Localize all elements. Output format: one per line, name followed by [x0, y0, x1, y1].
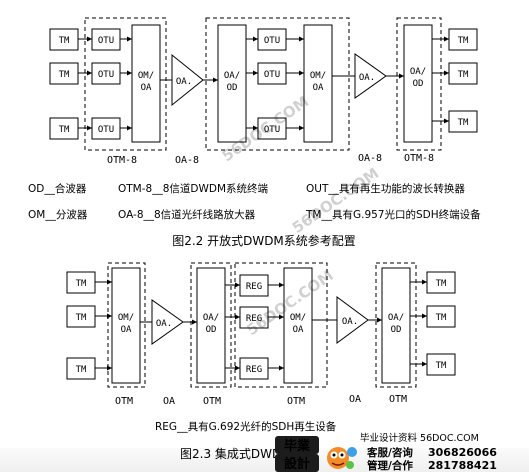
otu-label: OTU: [264, 36, 280, 46]
tm-label: TM: [436, 361, 447, 371]
caption-oa: OA: [349, 394, 361, 405]
om-oa-box: [131, 24, 161, 143]
reg-label: REG: [246, 314, 262, 324]
oa-od-box: [196, 267, 226, 384]
om-oa-label-1: OM/: [310, 71, 326, 81]
otm-right-group: [396, 17, 442, 151]
tm-label: TM: [458, 70, 469, 80]
caption-oa-8: OA-8: [358, 153, 382, 164]
oa-amplifier: [336, 296, 369, 344]
footer-watermark: 毕业设计资料 56DOC.COM 毕業 設計 客服/咨询 306826066 管…: [275, 432, 497, 472]
oa-label: OA.: [156, 319, 172, 329]
legend-om: OM__分波器: [28, 208, 88, 221]
svg-text:56DOC.COM: 56DOC.COM: [289, 164, 382, 237]
otm-middle-group: [205, 17, 350, 151]
oa-od-label-2: OD: [227, 83, 238, 93]
tm-label: TM: [59, 70, 70, 80]
reg-label: REG: [246, 365, 262, 375]
oa-od-label-1: OA/: [203, 313, 219, 323]
tm-label: TM: [76, 279, 87, 289]
figure-2-2: TM TM TM OTU OTU OTU OM/ OA OA. OA/ OD: [28, 17, 481, 248]
tm-label: TM: [76, 365, 87, 375]
oa-od-label-2: OD: [206, 325, 217, 335]
otm-left-group: [84, 17, 167, 151]
otm-right-group: [375, 262, 417, 388]
om-oa-label-2: OA: [313, 83, 324, 93]
otu-label: OTU: [98, 125, 114, 135]
reg-label: REG: [246, 282, 262, 292]
legend-reg: REG__具有G.692光纤的SDH再生设备: [155, 420, 337, 433]
support-label: 客服/咨询: [366, 446, 413, 459]
caption-otm: OTM: [203, 396, 221, 407]
om-oa-label-2: OA: [293, 325, 304, 335]
legend-otm-8: OTM-8__8信道DWDM系统终端: [118, 182, 268, 195]
otu-label: OTU: [264, 70, 280, 80]
logo-badge: [275, 436, 319, 454]
site-watermark: 毕业设计资料 56DOC.COM: [360, 432, 479, 444]
oa-label: OA.: [342, 317, 358, 327]
reg-group: [234, 262, 328, 388]
oa-od-label-1: OA/: [410, 67, 426, 77]
om-oa-label-1: OM/: [118, 313, 134, 323]
caption-otm: OTM: [115, 396, 133, 407]
oa-od-group: [190, 262, 232, 388]
om-oa-label-1: OM/: [290, 313, 306, 323]
om-oa-box: [111, 267, 141, 384]
oa-od-label-2: OD: [413, 79, 424, 89]
figure-2-3: TM TM TM OM/ OA OA. OA/ OD REG REG REG O…: [66, 262, 456, 461]
logo-bottom-text: 設計: [284, 456, 310, 472]
tm-label: TM: [59, 36, 70, 46]
otu-label: OTU: [98, 70, 114, 80]
tm-label: TM: [76, 313, 87, 323]
oa-od-box: [403, 24, 433, 143]
om-oa-box: [303, 24, 333, 143]
otu-label: OTU: [98, 36, 114, 46]
oa-od-label-1: OA/: [388, 313, 404, 323]
legend-out: OUT__具有再生功能的波长转换器: [306, 182, 465, 195]
caption-oa-8: OA-8: [175, 155, 199, 166]
caption-oa: OA: [163, 396, 175, 407]
tm-label: TM: [458, 118, 469, 128]
om-oa-label-2: OA: [141, 83, 152, 93]
oa-amplifier: [151, 299, 184, 345]
otu-label: OTU: [264, 125, 280, 135]
legend-oa-8: OA-8__8信道光纤线路放大器: [118, 208, 256, 221]
mascot-icon: [327, 447, 357, 469]
oa-od-box: [217, 24, 247, 143]
tm-label: TM: [59, 125, 70, 135]
caption-otm: OTM: [389, 394, 407, 405]
tm-label: TM: [436, 279, 447, 289]
oa-label: OA.: [359, 73, 375, 83]
oa-label: OA.: [176, 77, 192, 87]
otm-group: [107, 262, 146, 388]
oa-od-label-1: OA/: [224, 71, 240, 81]
admin-number: 281788421: [428, 459, 497, 472]
footer-bar: [0, 448, 529, 472]
om-oa-box: [283, 267, 313, 384]
logo-top-text: 毕業: [284, 438, 311, 454]
legend-tm: TM__具有G.957光口的SDH终端设备: [305, 208, 481, 221]
support-number: 306826066: [428, 446, 497, 459]
logo-badge: [275, 454, 319, 472]
tm-label: TM: [436, 313, 447, 323]
om-oa-label-2: OA: [121, 325, 132, 335]
oa-od-box: [381, 267, 411, 384]
om-oa-label-1: OM/: [138, 71, 154, 81]
oa-od-label-2: OD: [391, 325, 402, 335]
tm-label: TM: [458, 36, 469, 46]
admin-label: 管理/合作: [367, 459, 413, 472]
oa-amplifier: [354, 53, 387, 99]
caption-otm-8: OTM-8: [404, 153, 434, 164]
caption-otm: OTM: [287, 396, 305, 407]
caption-otm-8: OTM-8: [107, 155, 137, 166]
oa-amplifier: [171, 53, 204, 107]
figure-title: 图2.2 开放式DWDM系统参考配置: [172, 233, 356, 248]
legend-od: OD__合波器: [28, 182, 87, 195]
